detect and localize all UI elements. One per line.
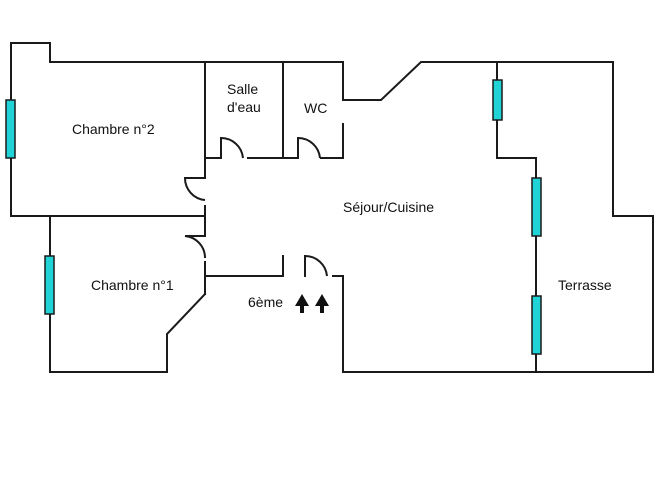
door-wc	[297, 136, 321, 159]
up-arrow-icon	[295, 294, 309, 313]
window-bedroom1	[44, 255, 55, 315]
window-bedroom2	[5, 99, 16, 159]
wall-wc-right-bottom	[320, 123, 344, 159]
door-bathroom	[220, 136, 244, 159]
wall-bedroom1-outer	[49, 215, 207, 373]
window-living-top	[492, 79, 503, 121]
window-living-right1	[531, 177, 542, 237]
window-living-right2	[531, 295, 542, 355]
up-arrow-icon	[315, 294, 329, 313]
wall-bedroom2-outer	[10, 42, 206, 217]
door-bedroom1	[184, 235, 207, 259]
wall-living-diagonal	[332, 61, 654, 373]
label-bedroom2: Chambre n°2	[72, 121, 155, 137]
label-terrace: Terrasse	[558, 277, 612, 293]
label-living: Séjour/Cuisine	[343, 199, 434, 215]
stairs-arrows	[295, 294, 329, 313]
labels: Chambre n°2 Salle d'eau WC Séjour/Cuisin…	[72, 81, 612, 310]
wall-landing	[204, 255, 284, 277]
door-entrance	[304, 254, 328, 277]
walls	[10, 42, 654, 373]
label-bathroom-line1: Salle	[227, 81, 258, 97]
door-bedroom2	[183, 177, 206, 201]
wall-terrace-inner	[496, 61, 537, 373]
label-stairs: 6ème	[248, 294, 283, 310]
windows	[5, 79, 542, 355]
label-bathroom-line2: d'eau	[227, 99, 261, 115]
label-wc: WC	[304, 100, 327, 116]
doors	[183, 136, 328, 277]
label-bedroom1: Chambre n°1	[91, 277, 174, 293]
